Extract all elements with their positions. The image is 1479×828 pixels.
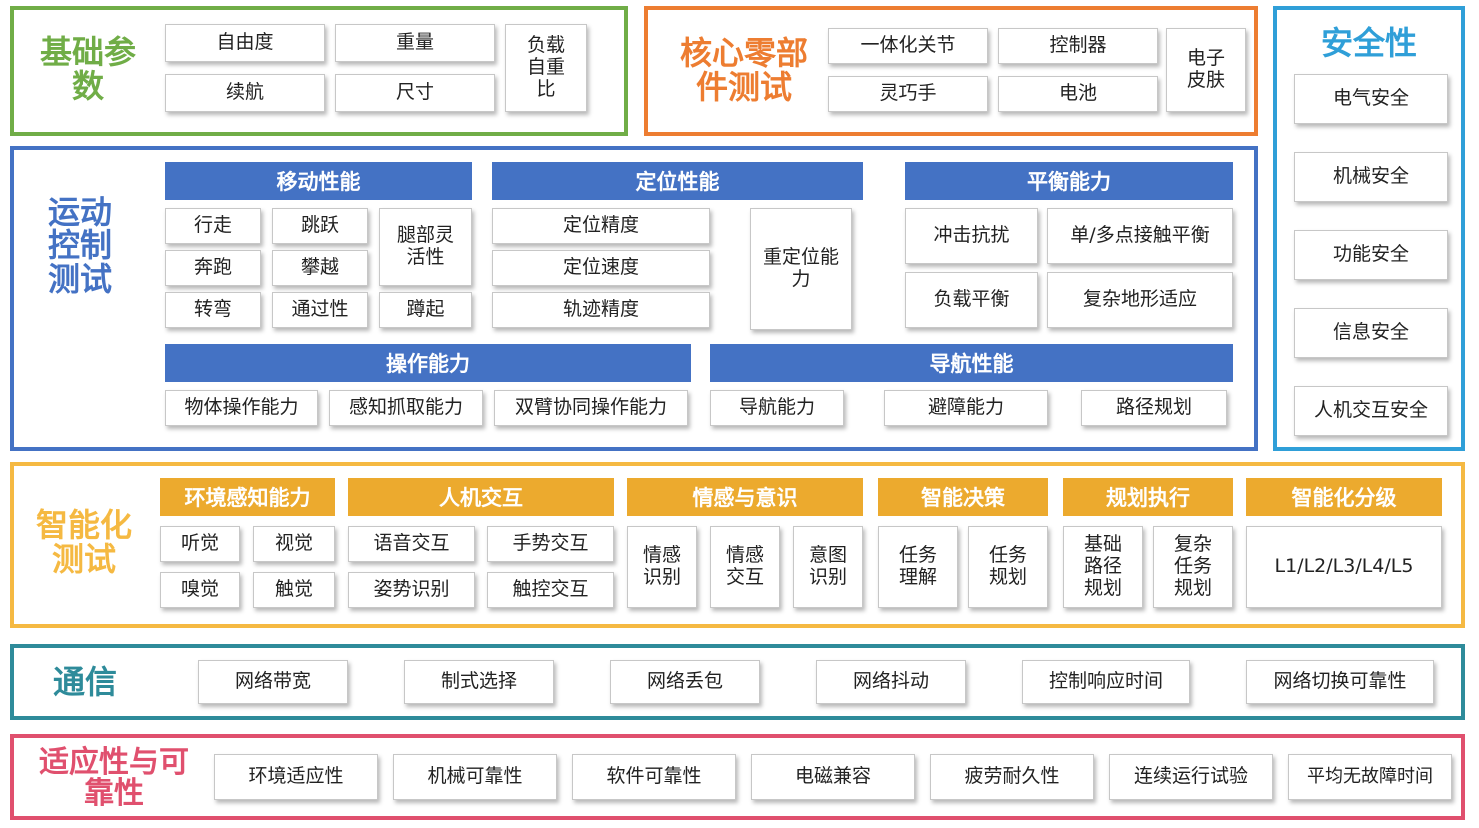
box-controller: 控制器	[998, 28, 1158, 64]
box-impact-resistance: 冲击抗扰	[905, 208, 1038, 264]
box-standard-selection: 制式选择	[404, 660, 554, 704]
box-battery: 电池	[998, 76, 1158, 112]
box-climb: 攀越	[272, 250, 368, 286]
box-pos-accuracy: 定位精度	[492, 208, 710, 244]
safety-title: 安全性	[1320, 24, 1417, 63]
box-jitter: 网络抖动	[816, 660, 966, 704]
box-dof: 自由度	[165, 24, 325, 62]
box-mechanical-safety: 机械安全	[1294, 152, 1448, 202]
box-eskin: 电子皮肤	[1166, 28, 1246, 112]
box-bandwidth: 网络带宽	[198, 660, 348, 704]
box-information-safety: 信息安全	[1294, 308, 1448, 358]
box-smell: 嗅觉	[160, 572, 240, 608]
box-leg-agility: 腿部灵活性	[379, 208, 472, 286]
decision-header: 智能决策	[878, 478, 1048, 516]
box-software-reliability: 软件可靠性	[572, 754, 736, 800]
box-weight: 重量	[335, 24, 495, 62]
box-perception-grasp: 感知抓取能力	[329, 390, 483, 426]
intel-title: 智能化测试	[35, 506, 132, 578]
motion-title: 运动控制测试	[47, 192, 112, 298]
box-complex-task-planning: 复杂任务规划	[1153, 526, 1233, 608]
box-emotion-interaction: 情感交互	[710, 526, 780, 608]
operation-header: 操作能力	[165, 344, 691, 382]
box-levels: L1/L2/L3/L4/L5	[1246, 526, 1442, 608]
box-functional-safety: 功能安全	[1294, 230, 1448, 280]
box-turn: 转弯	[165, 292, 261, 328]
box-trajectory-accuracy: 轨迹精度	[492, 292, 710, 328]
box-basic-path-planning: 基础路径规划	[1063, 526, 1143, 608]
box-jump: 跳跃	[272, 208, 368, 244]
box-fatigue-durability: 疲劳耐久性	[930, 754, 1094, 800]
box-squat: 蹲起	[379, 292, 472, 328]
box-size: 尺寸	[335, 74, 495, 112]
box-payload-ratio: 负载自重比	[505, 24, 587, 112]
box-handover-reliability: 网络切换可靠性	[1246, 660, 1434, 704]
navigation-header: 导航性能	[710, 344, 1233, 382]
basic-params-title: 基础参数	[40, 33, 137, 105]
execution-header: 规划执行	[1063, 478, 1233, 516]
box-run: 奔跑	[165, 250, 261, 286]
box-gesture-interaction: 手势交互	[487, 526, 614, 562]
box-posture-recognition: 姿势识别	[348, 572, 475, 608]
box-passability: 通过性	[272, 292, 368, 328]
box-hri-safety: 人机交互安全	[1294, 386, 1448, 436]
box-pos-speed: 定位速度	[492, 250, 710, 286]
core-parts-panel	[644, 6, 1258, 136]
box-touch: 触觉	[253, 572, 335, 608]
emotion-header: 情感与意识	[627, 478, 863, 516]
box-terrain-adapt: 复杂地形适应	[1047, 272, 1233, 328]
box-packet-loss: 网络丢包	[610, 660, 760, 704]
box-endurance: 续航	[165, 74, 325, 112]
box-obstacle-avoidance: 避障能力	[884, 390, 1048, 426]
box-response-time: 控制响应时间	[1022, 660, 1190, 704]
box-joint: 一体化关节	[828, 28, 988, 64]
box-electrical-safety: 电气安全	[1294, 74, 1448, 124]
hci-header: 人机交互	[348, 478, 614, 516]
box-payload-balance: 负载平衡	[905, 272, 1038, 328]
box-mechanical-reliability: 机械可靠性	[393, 754, 557, 800]
box-walk: 行走	[165, 208, 261, 244]
core-parts-title: 核心零部件测试	[679, 34, 808, 106]
perception-header: 环境感知能力	[160, 478, 335, 516]
box-contact-balance: 单/多点接触平衡	[1047, 208, 1233, 264]
comm-title: 通信	[52, 663, 117, 702]
box-dual-arm: 双臂协同操作能力	[494, 390, 688, 426]
box-relocalization: 重定位能力	[750, 208, 852, 330]
grading-header: 智能化分级	[1246, 478, 1442, 516]
box-path-planning: 路径规划	[1081, 390, 1227, 426]
box-mtbf: 平均无故障时间	[1288, 754, 1452, 800]
box-object-manipulation: 物体操作能力	[165, 390, 318, 426]
box-voice-interaction: 语音交互	[348, 526, 475, 562]
box-intent-recognition: 意图识别	[793, 526, 863, 608]
mobility-header: 移动性能	[165, 162, 472, 200]
box-env-adaptability: 环境适应性	[214, 754, 378, 800]
positioning-header: 定位性能	[492, 162, 863, 200]
box-touch-interaction: 触控交互	[487, 572, 614, 608]
box-vision: 视觉	[253, 526, 335, 562]
box-task-planning: 任务规划	[968, 526, 1048, 608]
safety-panel	[1273, 6, 1465, 451]
box-navigation: 导航能力	[710, 390, 844, 426]
box-emotion-recognition: 情感识别	[627, 526, 697, 608]
balance-header: 平衡能力	[905, 162, 1233, 200]
box-continuous-run: 连续运行试验	[1109, 754, 1273, 800]
box-hearing: 听觉	[160, 526, 240, 562]
adapt-title: 适应性与可靠性	[39, 744, 189, 811]
box-task-understanding: 任务理解	[878, 526, 958, 608]
box-emc: 电磁兼容	[751, 754, 915, 800]
box-dexhand: 灵巧手	[828, 76, 988, 112]
